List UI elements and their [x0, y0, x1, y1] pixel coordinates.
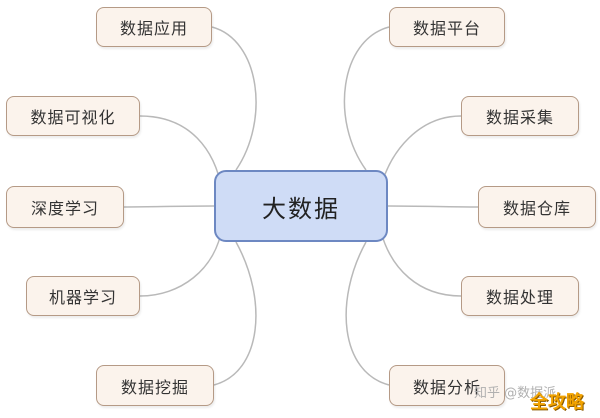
node-right-1: 数据平台 [389, 7, 505, 47]
connector-line-9 [379, 227, 462, 297]
node-label: 数据采集 [485, 108, 554, 127]
connector-line-8 [387, 205, 479, 208]
connector-line-5 [213, 241, 257, 386]
node-right-4: 数据处理 [461, 276, 579, 316]
node-left-2: 数据可视化 [6, 96, 140, 136]
node-left-4: 机器学习 [26, 276, 140, 316]
node-left-5: 数据挖掘 [96, 365, 214, 406]
connector-line-7 [379, 115, 462, 191]
node-label: 数据平台 [412, 19, 481, 38]
center-node-label: 大数据 [262, 194, 340, 223]
node-left-3: 深度学习 [6, 186, 124, 228]
connector-line-10 [345, 241, 390, 386]
node-label: 数据分析 [412, 377, 481, 397]
node-label: 数据挖掘 [120, 377, 189, 397]
connector-line-3 [123, 205, 215, 208]
node-label: 机器学习 [48, 288, 117, 307]
node-right-5: 数据分析 [389, 365, 505, 406]
connector-line-6 [343, 26, 390, 171]
node-right-2: 数据采集 [461, 96, 579, 136]
node-label: 数据处理 [485, 288, 554, 307]
node-label: 数据可视化 [30, 108, 116, 127]
center-node: 大数据 [214, 170, 388, 242]
connector-line-2 [139, 115, 223, 191]
connector-line-4 [139, 227, 223, 297]
node-label: 数据应用 [119, 19, 188, 38]
node-left-1: 数据应用 [96, 7, 212, 47]
connector-line-1 [211, 26, 257, 171]
brand-logo-text: 全攻略 [530, 392, 584, 413]
node-label: 深度学习 [30, 199, 99, 218]
node-label: 数据仓库 [502, 199, 571, 218]
watermark-text: 知乎 @数据派 [474, 386, 557, 401]
node-right-3: 数据仓库 [478, 186, 596, 228]
